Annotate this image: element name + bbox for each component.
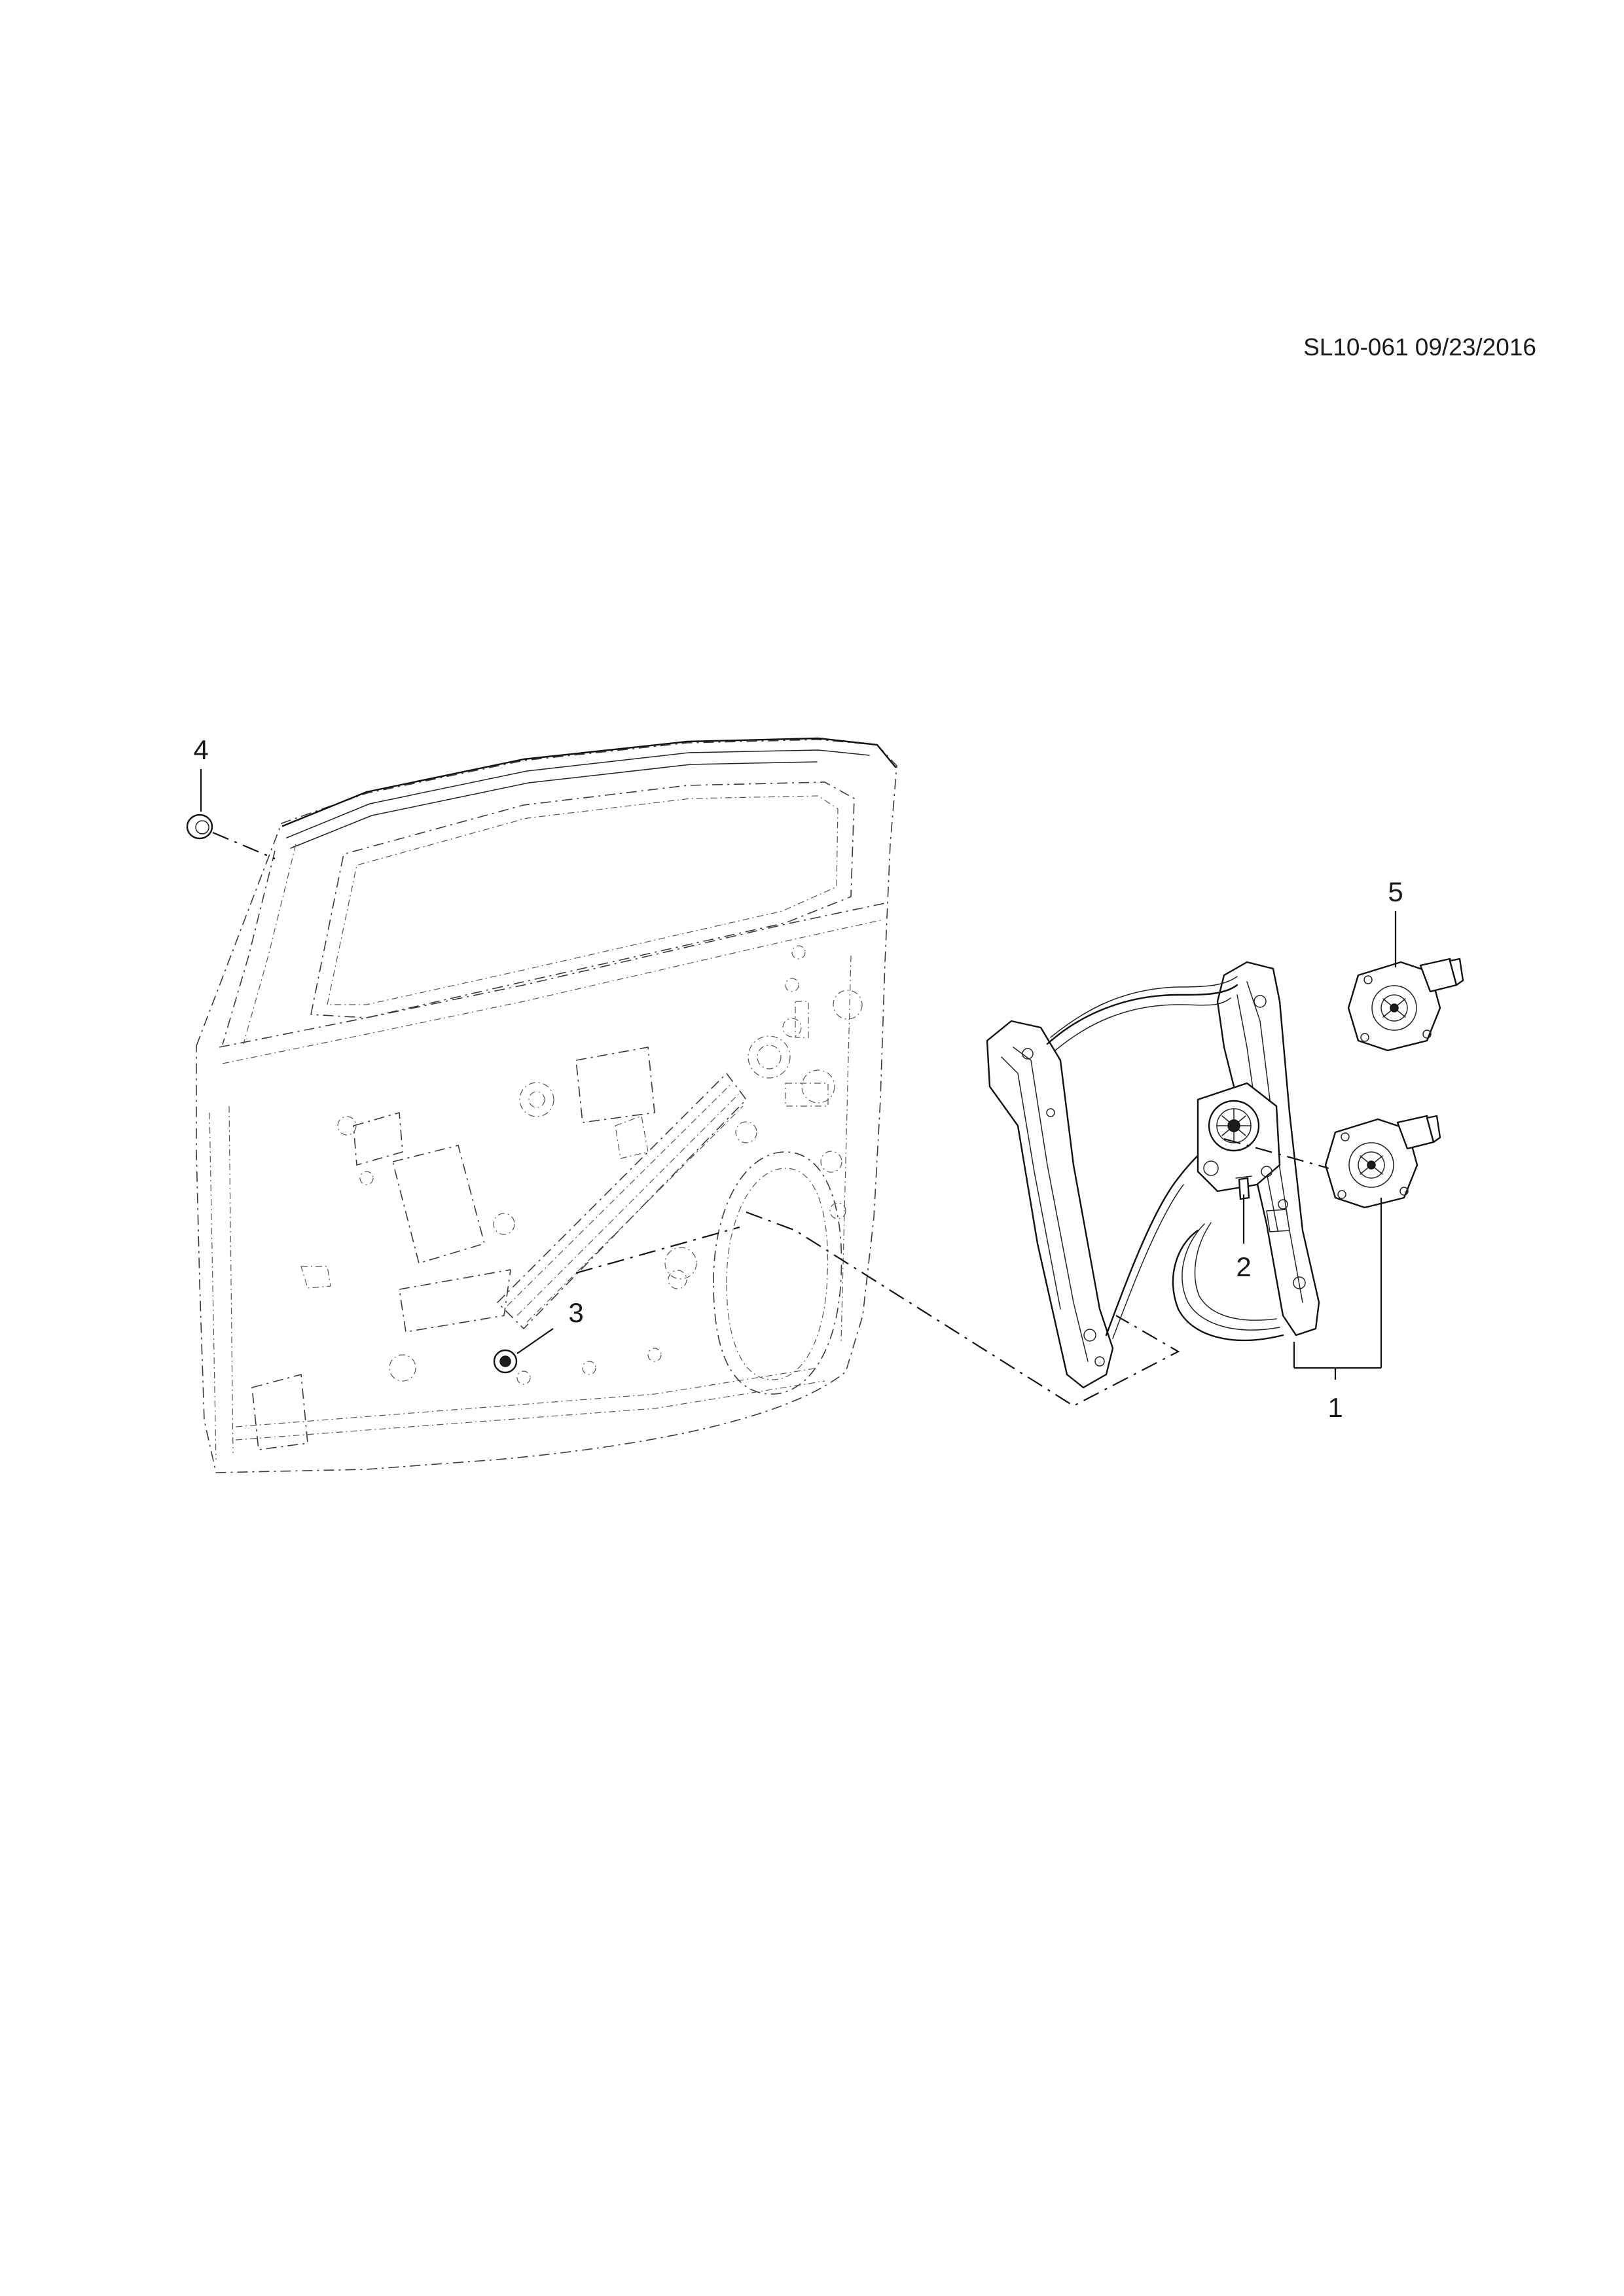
window-motor-upper xyxy=(1347,958,1464,1052)
callout-3: 3 xyxy=(568,1297,583,1328)
window-regulator-assembly xyxy=(986,961,1320,1389)
grommet-part xyxy=(186,814,213,840)
window-motor-lower xyxy=(1324,1115,1441,1209)
callout-4: 4 xyxy=(193,734,208,765)
callout-5: 5 xyxy=(1388,876,1403,907)
leader-lines xyxy=(200,769,1397,1407)
illustration-code: SL10-061 09/23/2016 xyxy=(1303,334,1536,361)
door-inner-panel xyxy=(196,737,897,1473)
nut-part xyxy=(493,1349,518,1374)
callout-2: 2 xyxy=(1236,1251,1251,1282)
callout-1: 1 xyxy=(1327,1392,1343,1423)
bolt-part xyxy=(1235,1175,1252,1200)
